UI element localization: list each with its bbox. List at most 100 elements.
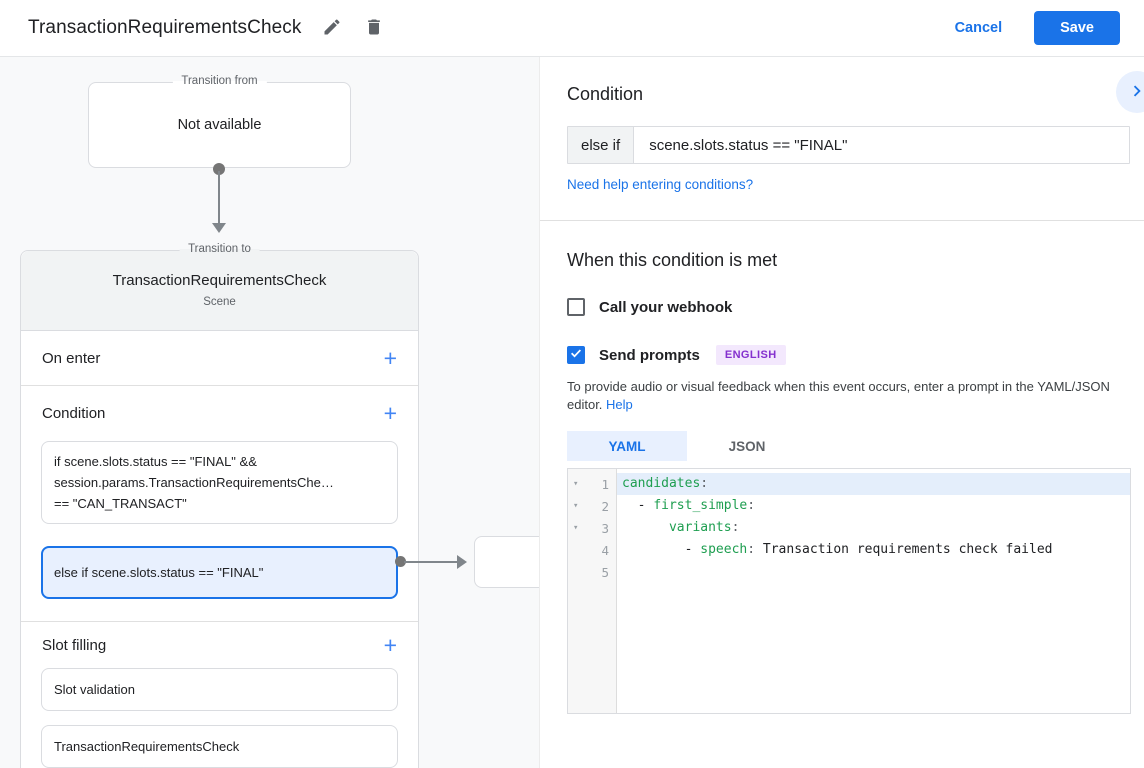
code-token: speech xyxy=(700,542,748,557)
on-enter-row[interactable]: On enter + xyxy=(21,331,418,385)
page-title: TransactionRequirementsCheck xyxy=(28,17,302,38)
condition-input-group: else if xyxy=(567,126,1130,164)
editor-code-area[interactable]: candidates: - first_simple: variants: - … xyxy=(617,469,1130,713)
transition-target-box[interactable] xyxy=(474,536,539,588)
connector-line-horizontal xyxy=(404,561,459,563)
edit-scene-button[interactable] xyxy=(320,16,344,40)
panel-title: Condition xyxy=(567,84,644,104)
slot-item-transaction[interactable]: TransactionRequirementsCheck xyxy=(41,725,398,768)
on-enter-label: On enter xyxy=(42,349,101,367)
transition-from-box[interactable]: Transition from Not available xyxy=(88,75,351,168)
condition-line: == "CAN_TRANSACT" xyxy=(54,496,187,511)
code-token: - xyxy=(622,498,654,513)
language-badge: ENGLISH xyxy=(715,345,786,365)
scene-card-subtitle: Scene xyxy=(203,296,236,308)
gutter-row: ▾3 xyxy=(568,517,616,539)
condition-expression-input[interactable] xyxy=(634,127,1129,163)
send-prompts-label[interactable]: Send prompts xyxy=(599,346,700,364)
code-line[interactable]: variants: xyxy=(617,517,1130,539)
prompts-checkbox-row: Send prompts ENGLISH xyxy=(567,345,1144,365)
scene-card: Transition to TransactionRequirementsChe… xyxy=(20,243,419,768)
condition-detail-panel: Condition else if Need help entering con… xyxy=(540,57,1144,768)
pencil-icon xyxy=(322,17,342,40)
chevron-right-icon xyxy=(1126,80,1144,105)
code-line[interactable]: candidates: xyxy=(617,473,1130,495)
line-number: 5 xyxy=(601,564,609,580)
save-button[interactable]: Save xyxy=(1034,11,1120,45)
scene-card-title: TransactionRequirementsCheck xyxy=(112,272,327,289)
slot-item-label: Slot validation xyxy=(54,682,135,697)
add-slot-button[interactable]: + xyxy=(383,632,397,658)
panel-divider xyxy=(540,220,1144,221)
code-token: : xyxy=(747,498,756,513)
slot-item-validation[interactable]: Slot validation xyxy=(41,668,398,711)
tab-yaml[interactable]: YAML xyxy=(567,431,687,461)
condition-item-if[interactable]: if scene.slots.status == "FINAL" && sess… xyxy=(41,441,398,524)
transition-from-legend: Transition from xyxy=(172,75,267,87)
gutter-row: ▾2 xyxy=(568,495,616,517)
gutter-row: ▾1 xyxy=(568,473,616,495)
condition-row[interactable]: Condition + xyxy=(21,386,418,440)
scene-card-header: TransactionRequirementsCheck Scene xyxy=(21,251,418,331)
code-token: : xyxy=(747,542,763,557)
condition-line: if scene.slots.status == "FINAL" && xyxy=(54,454,257,469)
condition-line: session.params.TransactionRequirementsCh… xyxy=(54,475,334,490)
connector-dot xyxy=(213,163,225,175)
connector-dot xyxy=(395,556,406,567)
send-prompts-checkbox[interactable] xyxy=(567,346,585,364)
trash-icon xyxy=(364,17,384,40)
slot-item-label: TransactionRequirementsCheck xyxy=(54,739,240,754)
card-divider xyxy=(21,385,418,386)
editor-tabs: YAML JSON xyxy=(567,431,1144,461)
condition-section: Condition + if scene.slots.status == "FI… xyxy=(21,386,418,621)
line-number: 3 xyxy=(601,520,609,536)
prompts-description-text: To provide audio or visual feedback when… xyxy=(567,379,1110,412)
call-webhook-label[interactable]: Call your webhook xyxy=(599,298,733,316)
code-token: candidates xyxy=(622,476,701,491)
line-number: 2 xyxy=(601,498,609,514)
code-line[interactable]: - first_simple: xyxy=(617,495,1130,517)
fold-arrow-icon[interactable]: ▾ xyxy=(573,501,579,511)
gutter-row: 5 xyxy=(568,561,616,583)
code-line[interactable]: - speech: Transaction requirements check… xyxy=(617,539,1130,561)
code-token: Transaction requirements check failed xyxy=(762,542,1053,557)
slot-filling-row[interactable]: Slot filling + xyxy=(21,622,418,668)
condition-item-else-if-selected[interactable]: else if scene.slots.status == "FINAL" xyxy=(41,546,398,599)
webhook-checkbox-row: Call your webhook xyxy=(567,298,1144,316)
card-divider xyxy=(21,621,418,622)
slot-filling-label: Slot filling xyxy=(42,636,107,654)
delete-scene-button[interactable] xyxy=(362,16,386,40)
prompts-help-link[interactable]: Help xyxy=(606,397,633,412)
fold-arrow-icon[interactable]: ▾ xyxy=(573,523,579,533)
when-condition-met-heading: When this condition is met xyxy=(567,250,778,270)
condition-prefix: else if xyxy=(568,127,635,163)
code-token: : xyxy=(700,476,709,491)
conditions-help-link[interactable]: Need help entering conditions? xyxy=(567,177,754,192)
arrow-down-icon xyxy=(212,223,226,233)
flow-canvas: Transition from Not available Transition… xyxy=(0,57,540,768)
connector-line-vertical xyxy=(218,171,220,225)
transition-from-text: Not available xyxy=(177,117,262,133)
tab-json[interactable]: JSON xyxy=(728,438,766,454)
arrow-right-icon xyxy=(457,555,467,569)
code-token: variants xyxy=(668,520,732,535)
check-icon xyxy=(569,346,583,365)
cancel-button[interactable]: Cancel xyxy=(954,20,1003,36)
line-number: 4 xyxy=(601,542,609,558)
gutter-row: 4 xyxy=(568,539,616,561)
code-line[interactable] xyxy=(617,561,1130,583)
line-number: 1 xyxy=(601,476,609,492)
condition-label: Condition xyxy=(42,404,106,422)
code-token: : xyxy=(731,520,740,535)
condition-text: else if scene.slots.status == "FINAL" xyxy=(54,565,264,580)
top-bar: TransactionRequirementsCheck Cancel Save xyxy=(0,0,1144,57)
fold-arrow-icon[interactable]: ▾ xyxy=(573,479,579,489)
code-token: first_simple xyxy=(653,498,748,513)
call-webhook-checkbox[interactable] xyxy=(567,298,585,316)
code-token: - xyxy=(622,542,701,557)
collapse-panel-button[interactable] xyxy=(1116,71,1144,113)
add-on-enter-button[interactable]: + xyxy=(383,345,397,371)
add-condition-button[interactable]: + xyxy=(383,400,397,426)
